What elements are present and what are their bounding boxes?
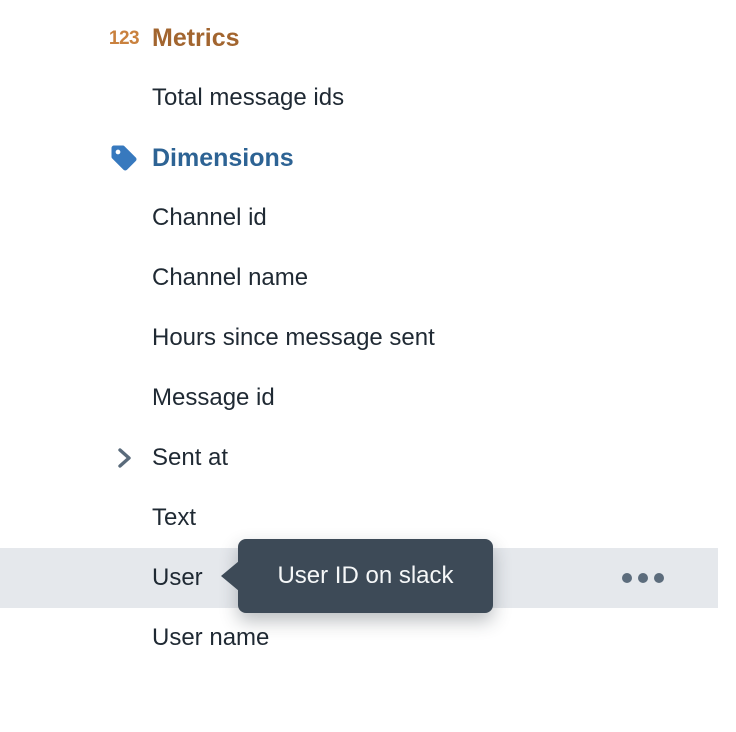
section-label-dimensions: Dimensions	[152, 143, 294, 172]
section-label-metrics: Metrics	[152, 23, 240, 52]
tree-item-label: User name	[152, 624, 270, 651]
tree-item-sent-at[interactable]: Sent at	[0, 428, 736, 488]
dot	[638, 573, 648, 583]
tree-item-channel-name[interactable]: Channel name	[0, 248, 736, 308]
tree-item-label: Sent at	[152, 444, 229, 471]
more-options-icon[interactable]	[620, 567, 666, 589]
tree-item-label: Hours since message sent	[152, 324, 435, 351]
tree-item-user[interactable]: User User ID on slack	[0, 539, 718, 613]
tree-item-total-message-ids[interactable]: Total message ids	[0, 68, 736, 128]
tree-item-channel-id[interactable]: Channel id	[0, 188, 736, 248]
tree-item-label: Text	[152, 504, 197, 531]
tree-item-user-name[interactable]: User name	[0, 608, 736, 668]
tree-item-message-id[interactable]: Message id	[0, 368, 736, 428]
tree-item-label: Message id	[152, 384, 275, 411]
tree-item-label: Channel id	[152, 204, 267, 231]
numeric-123-icon: 123	[108, 27, 140, 49]
field-description-tooltip: User ID on slack	[221, 539, 493, 613]
tree-item-text[interactable]: Text	[0, 488, 736, 548]
tree-item-label: Total message ids	[152, 84, 345, 111]
chevron-right-icon[interactable]	[106, 446, 142, 470]
tag-icon	[106, 143, 142, 173]
tree-item-label: User	[152, 564, 203, 591]
tooltip-arrow-left	[221, 561, 239, 591]
dot	[622, 573, 632, 583]
tree-item-label: Channel name	[152, 264, 309, 291]
section-header-metrics[interactable]: 123 Metrics	[0, 8, 736, 68]
fields-tree: 123 Metrics Total message ids Dimensions…	[0, 8, 736, 668]
tree-item-hours-since-message-sent[interactable]: Hours since message sent	[0, 308, 736, 368]
tooltip-text: User ID on slack	[277, 562, 454, 589]
section-header-dimensions[interactable]: Dimensions	[0, 128, 736, 188]
dot	[654, 573, 664, 583]
